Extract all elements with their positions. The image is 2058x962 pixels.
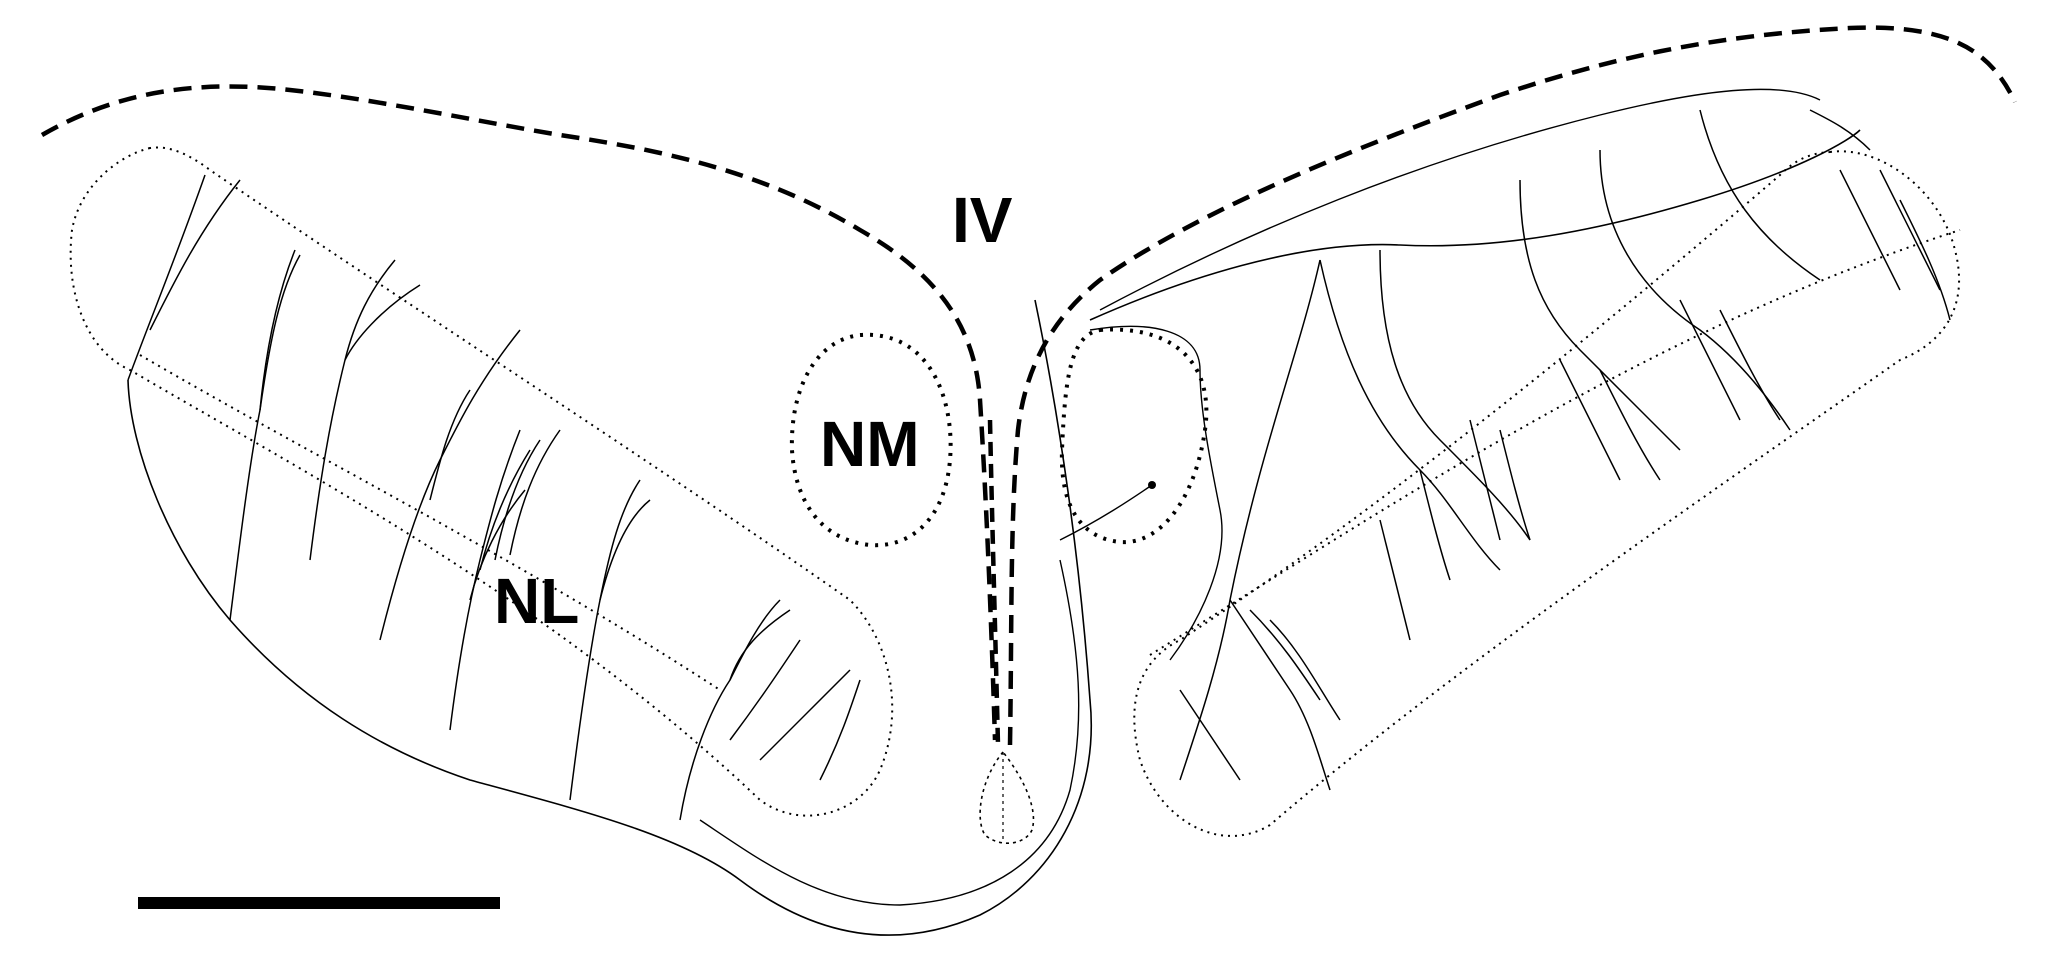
nm-label: NM — [820, 408, 920, 480]
axon-trunk-right-2 — [1099, 88, 1821, 311]
scale-bar — [138, 897, 500, 909]
nm-right-outline — [1059, 327, 1209, 545]
left-nl-axon-branches — [127, 174, 861, 821]
brainstem-outline-left — [40, 84, 998, 741]
nm-left-outline — [789, 332, 953, 548]
nl-right-outline — [1133, 150, 1961, 837]
nl-left-outline — [69, 146, 894, 817]
nl-label: NL — [494, 565, 579, 637]
axon-trunk-left-2 — [699, 559, 1080, 906]
axon-trunk-right — [1089, 129, 1861, 321]
nl-left-midline — [139, 354, 721, 691]
brainstem-outline-right — [1007, 25, 2018, 746]
axon-terminal-dot — [1148, 481, 1156, 489]
axon-right-collateral — [1059, 484, 1153, 541]
ventricle-label: IV — [952, 184, 1013, 256]
right-nl-axon-branches — [1179, 109, 1951, 791]
brainstem-outline-midline-left — [987, 419, 1001, 746]
nl-left-lamina-line — [130, 370, 800, 815]
midline-teardrop-outline — [979, 750, 1035, 844]
axon-trunk-left — [127, 299, 1092, 936]
axon-right-loop — [1089, 325, 1223, 661]
nl-right-midline — [1149, 229, 1961, 656]
